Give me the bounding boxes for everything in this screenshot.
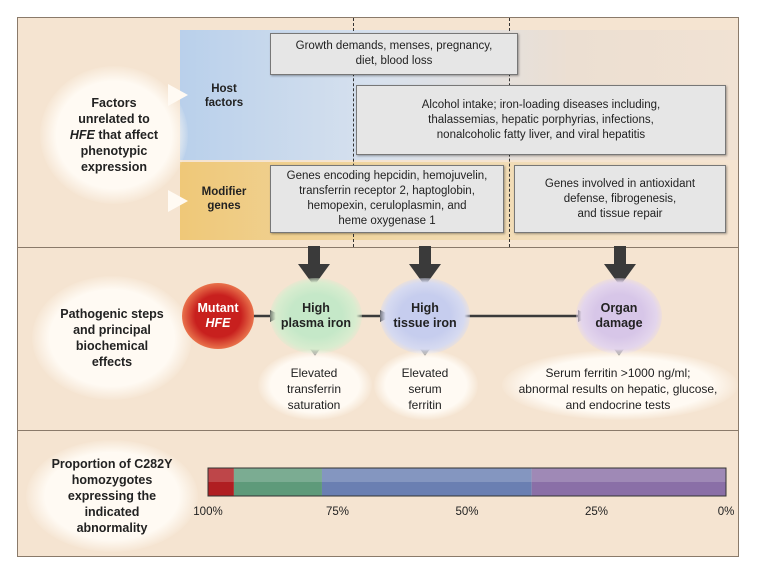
pathogenic-label: Pathogenic steps and principal biochemic… [60,307,164,369]
proportion-segment-1 [208,468,234,496]
growth-demands-box: Growth demands, menses, pregnancy,diet, … [270,33,518,75]
figure-frame: Factors unrelated to HFE that affect phe… [17,17,739,557]
axis-tick-label: 50% [455,506,479,518]
proportion-segment-highlight-1 [208,468,234,482]
factors-label: Factors unrelated to HFE that affect phe… [69,96,159,174]
proportion-segment-highlight-4 [531,468,726,482]
proportion-segment-highlight-3 [321,468,532,482]
genes-hepcidin-box: Genes encoding hepcidin, hemojuvelin,tra… [270,165,504,233]
proportion-segment-4 [531,468,726,496]
proportion-label-glow: Proportion of C282Y homozygotes expressi… [26,440,198,552]
axis-tick-label: 75% [325,506,350,518]
proportion-segment-3 [321,468,532,496]
alcohol-intake-box: Alcohol intake; iron-loading diseases in… [356,85,726,155]
pointer-modifier-icon [168,190,188,212]
section-divider-1 [18,247,738,248]
transferrin-glow [258,350,372,420]
section-divider-2 [18,430,738,431]
proportion-label: Proportion of C282Y homozygotes expressi… [51,457,173,535]
axis-tick-label: 100% [193,506,223,518]
ferritin-glow [374,350,478,420]
proportion-segment-2 [233,468,322,496]
divider-dashed-1 [353,18,354,247]
proportion-bar-border [207,467,727,497]
serum-glow [502,350,738,420]
pathogenic-label-glow: Pathogenic steps and principal biochemic… [32,276,192,400]
axis-tick-label: 0% [717,506,735,518]
axis-tick-label: 25% [584,506,609,518]
proportion-segment-highlight-2 [233,468,322,482]
pointer-host-icon [168,84,188,106]
serum-ferritin-text: Serum ferritin >1000 ng/ml;abnormal resu… [518,366,718,412]
factors-label-glow: Factors unrelated to HFE that affect phe… [40,66,188,204]
proportion-chart [207,467,727,497]
